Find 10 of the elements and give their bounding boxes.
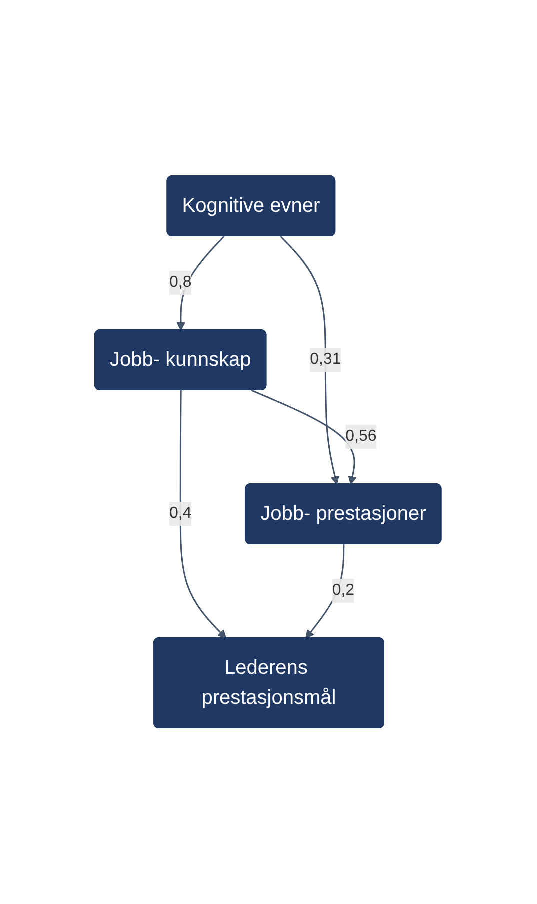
- arrow: [180, 390, 227, 639]
- edge-label: 0,2: [332, 582, 355, 599]
- arrow: [280, 236, 340, 485]
- arrow: [306, 544, 346, 639]
- edge-label: 0,31: [310, 351, 342, 368]
- edge-label: 0,8: [170, 274, 192, 292]
- arrow: [252, 390, 358, 485]
- edge-label: 0,56: [346, 428, 378, 445]
- arrow: [176, 236, 226, 331]
- edge-label: 0,4: [170, 505, 192, 522]
